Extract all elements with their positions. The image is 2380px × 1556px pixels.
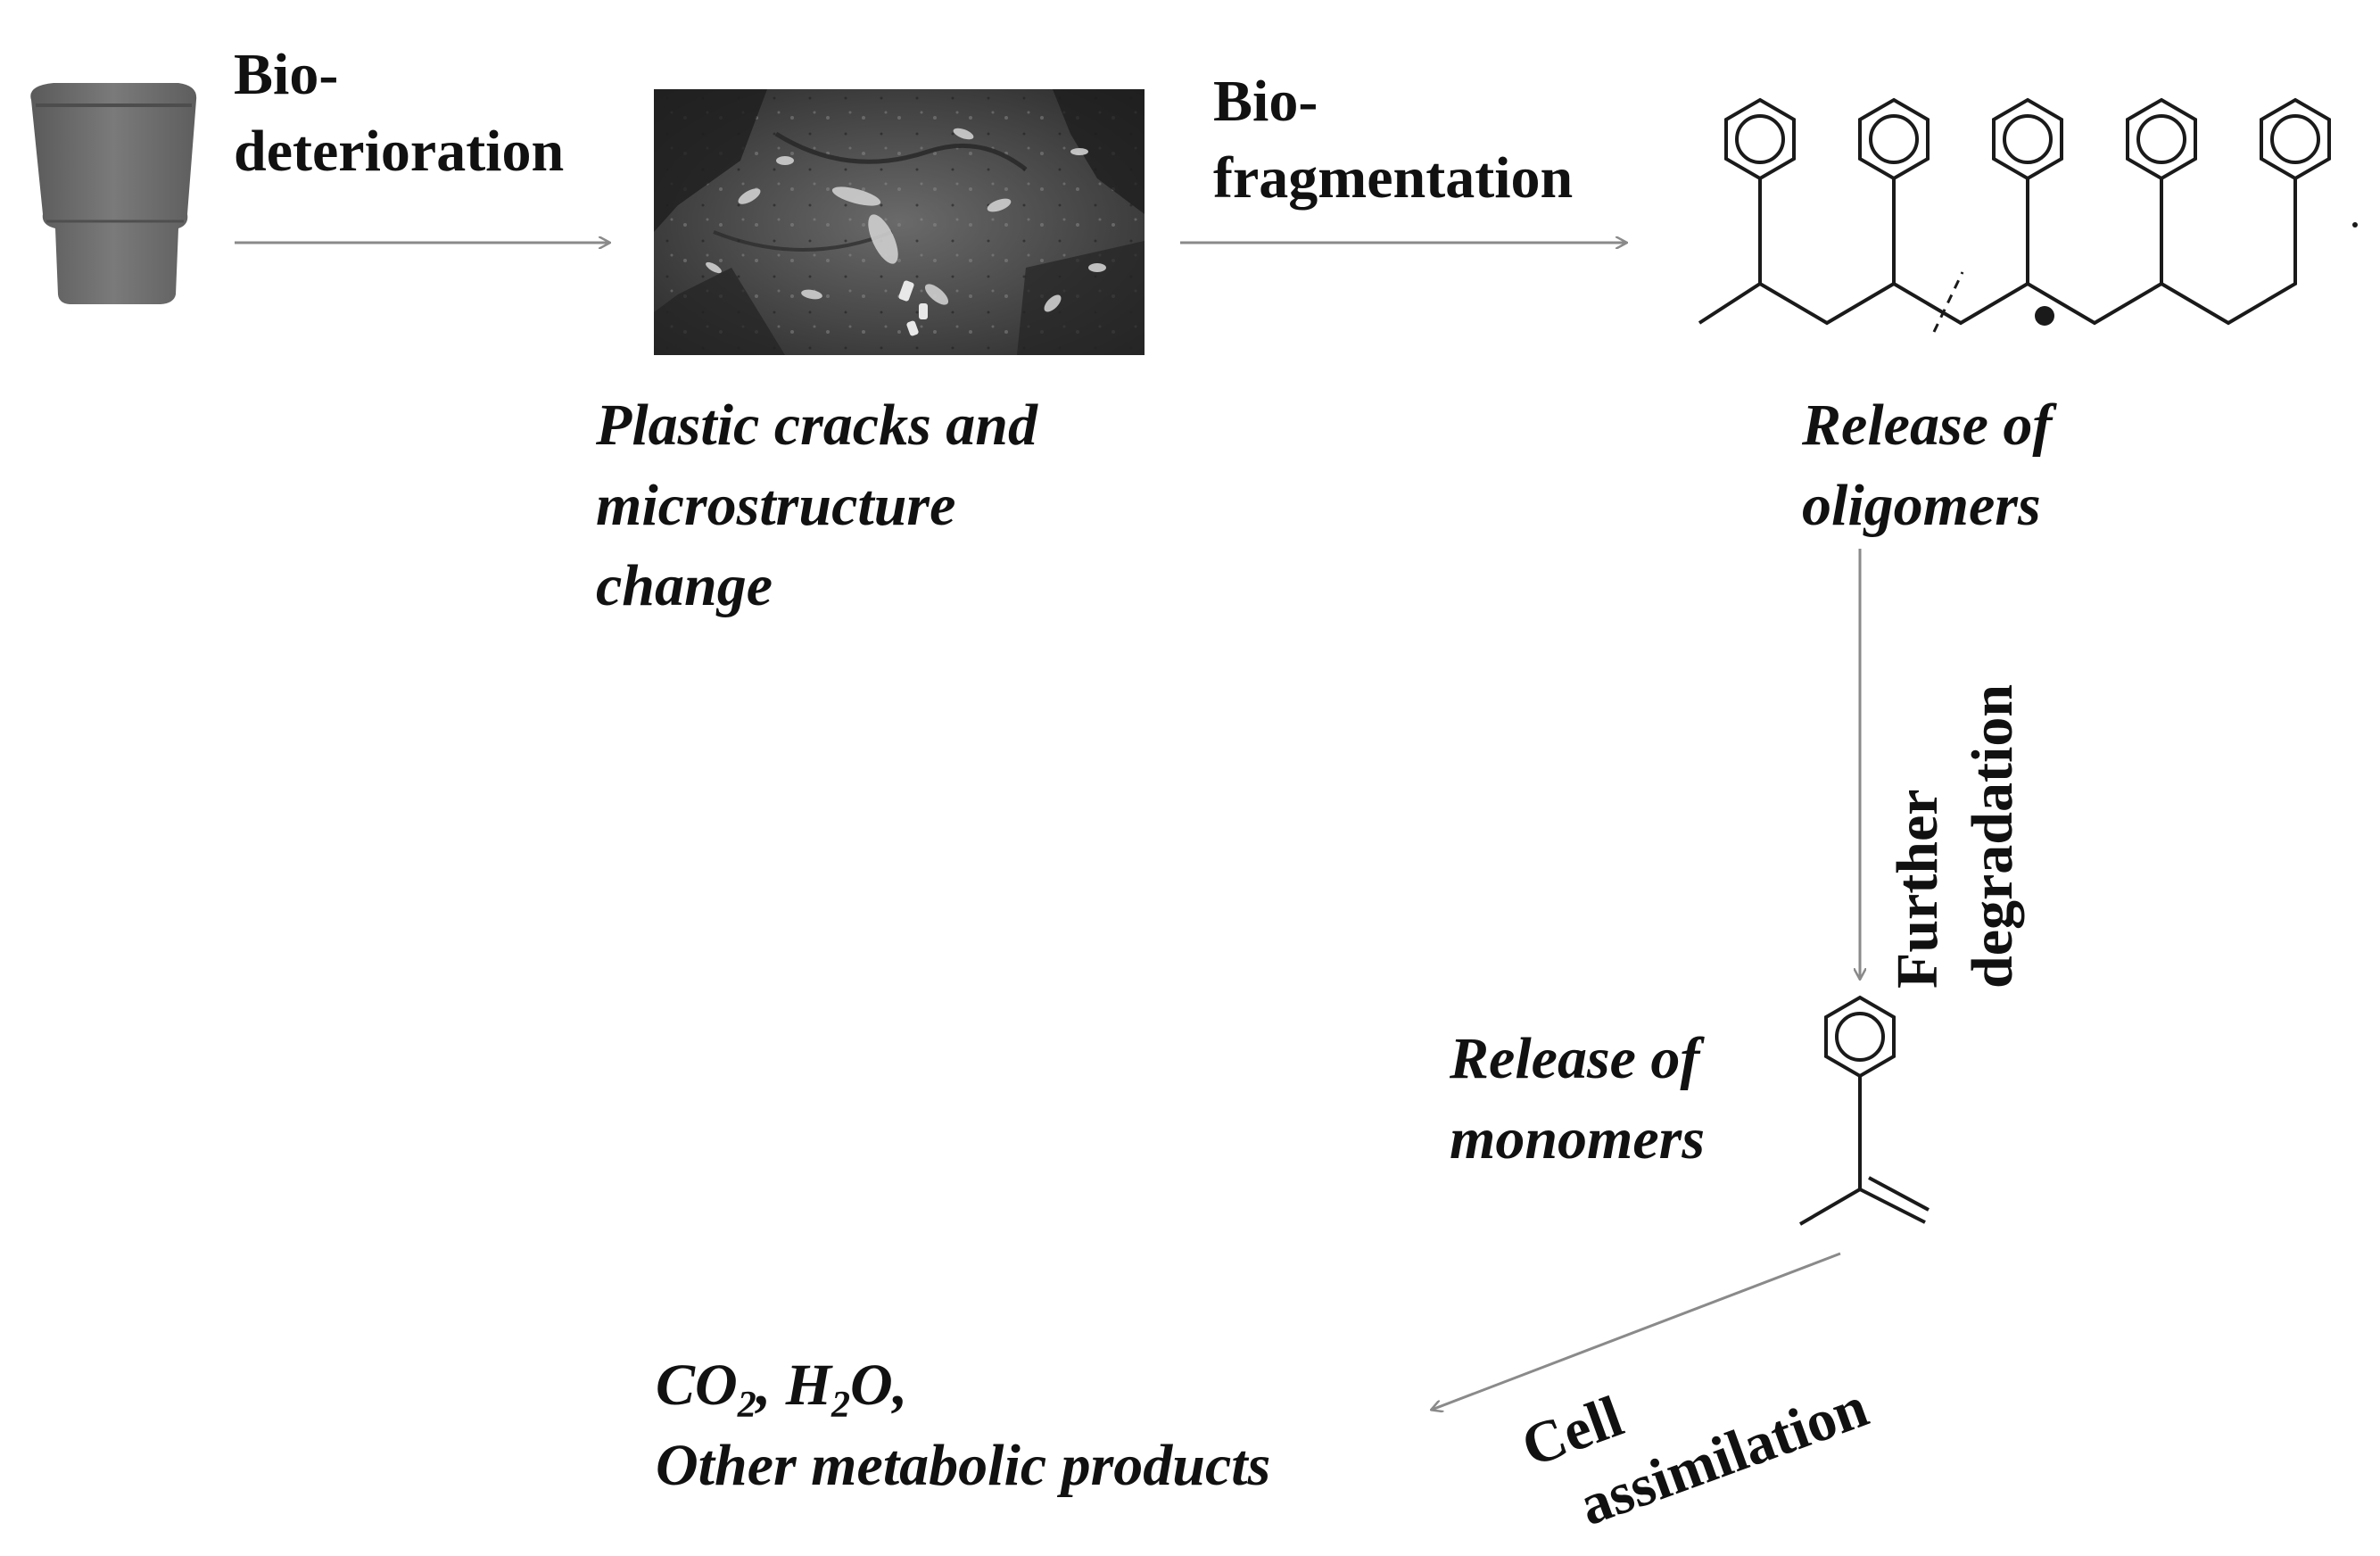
plastic-cup-icon: [30, 83, 197, 304]
sem-micrograph-image: [654, 89, 1145, 355]
polystyrene-oligomer-structure: [1698, 97, 2358, 333]
caption-plastic-cracks-line2: microstructure: [596, 473, 956, 538]
caption-oligomers-line1: Release of: [1802, 393, 2053, 458]
benzene-ring-1: [1724, 97, 1796, 181]
label-biofragmentation-line1: Bio-: [1213, 69, 1318, 134]
benzene-ring-3: [1992, 97, 2063, 181]
label-further-degradation-line1: Further: [1885, 789, 1950, 989]
label-biofragmentation-line2: fragmentation: [1213, 145, 1574, 211]
caption-oligomers-line2: oligomers: [1802, 473, 2041, 538]
label-further-degradation: Further degradation: [1880, 684, 2030, 989]
caption-products-line1: CO2, H2O,: [656, 1353, 908, 1427]
caption-plastic-cracks-line1: Plastic cracks and: [596, 393, 1037, 458]
co2-formula: CO2: [656, 1353, 756, 1427]
label-biodeterioration-line1: Bio-: [234, 42, 339, 107]
caption-products-line2: Other metabolic products: [656, 1433, 1271, 1498]
caption-plastic-cracks-line3: change: [596, 553, 773, 618]
styrene-monomer-structure: [1798, 995, 1930, 1226]
caption-monomers-line1: Release of: [1450, 1026, 1700, 1091]
benzene-ring-4: [2126, 97, 2197, 181]
caption-monomers-line2: monomers: [1450, 1106, 1706, 1171]
arrow-cell-assimilation: [1432, 1252, 1841, 1410]
benzene-ring-5: [2260, 97, 2331, 181]
h2o-formula: H2O,: [785, 1353, 908, 1427]
label-further-degradation-line2: degradation: [1960, 683, 2025, 989]
label-biodeterioration-line2: deterioration: [234, 119, 565, 184]
benzene-ring-2: [1858, 97, 1930, 181]
